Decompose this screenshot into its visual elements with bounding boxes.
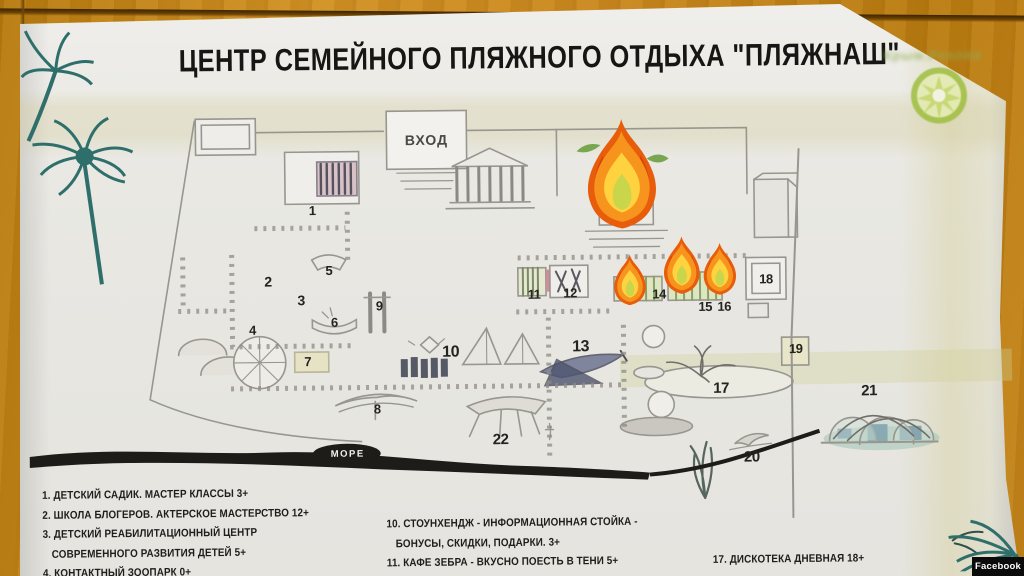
facebook-watermark-badge: Facebook (972, 557, 1024, 576)
map-marker-12: 12 (563, 285, 577, 300)
map-marker-9: 9 (376, 298, 383, 313)
legend-column-1: 1. ДЕТСКИЙ САДИК. МАСТЕР КЛАССЫ 3+2. ШКО… (42, 484, 342, 576)
map-marker-1: 1 (309, 203, 316, 218)
legend-item: 2. ШКОЛА БЛОГЕРОВ. АКТЕРСКОЕ МАСТЕРСТВО … (42, 506, 309, 522)
map-marker-8: 8 (374, 401, 381, 416)
sea-label: МОРЕ (331, 449, 365, 460)
map-marker-3: 3 (297, 292, 305, 308)
map-marker-7: 7 (304, 354, 311, 369)
map-marker-2: 2 (264, 274, 272, 290)
sea-band (29, 428, 821, 480)
legend-column-3: 17. ДИСКОТЕКА ДНЕВНАЯ 18+ (713, 548, 983, 570)
fire-icon (587, 118, 657, 229)
map-marker-16: 16 (717, 299, 731, 314)
map-marker-20: 20 (744, 448, 760, 465)
legend-item: 10. СТОУНХЕНДЖ - ИНФОРМАЦИОННАЯ СТОЙКА -… (386, 515, 638, 550)
legend-column-2: 10. СТОУНХЕНДЖ - ИНФОРМАЦИОННАЯ СТОЙКА -… (386, 512, 684, 574)
map-marker-17: 17 (713, 380, 729, 397)
map-marker-14: 14 (652, 286, 667, 301)
map-marker-4: 4 (249, 323, 257, 338)
legend-item: 3. ДЕТСКИЙ РЕАБИЛИТАЦИОННЫЙ ЦЕНТР СОВРЕМ… (42, 526, 258, 561)
map-marker-18: 18 (759, 271, 773, 286)
map-marker-13: 13 (572, 338, 590, 355)
entrance-label: ВХОД (405, 132, 448, 148)
fire-icon (613, 254, 646, 306)
legend-item: 11. КАФЕ ЗЕБРА - ВКУСНО ПОЕСТЬ В ТЕНИ 5+ (386, 554, 619, 570)
map-marker-10: 10 (442, 344, 460, 361)
map-marker-22: 22 (493, 431, 509, 448)
lime-logo-icon (911, 67, 968, 124)
map-marker-5: 5 (325, 263, 332, 278)
legend-item: 17. ДИСКОТЕКА ДНЕВНАЯ 18+ (712, 552, 865, 566)
map-marker-21: 21 (861, 382, 877, 399)
map-marker-19: 19 (789, 341, 803, 356)
fire-icon (703, 242, 737, 295)
legend-item: 4. КОНТАКТНЫЙ ЗООПАРК 0+ (42, 566, 192, 576)
map-marker-15: 15 (698, 299, 712, 314)
map-marker-6: 6 (331, 315, 338, 330)
map-marker-11: 11 (528, 287, 541, 302)
fire-icon (663, 236, 700, 295)
palm-tree-icon (20, 30, 1024, 576)
